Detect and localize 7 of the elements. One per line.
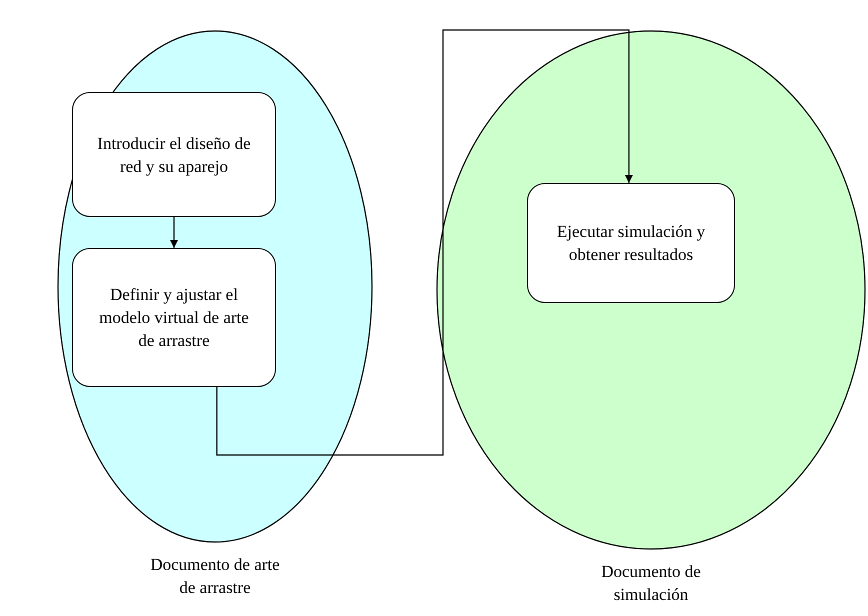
connector-arrow	[216, 29, 633, 456]
process-box: Introducir el diseño de red y su aparejo	[72, 92, 276, 217]
connector-arrow	[170, 217, 178, 248]
ellipse-caption: Documento de simulación	[600, 561, 702, 606]
process-box: Ejecutar simulación y obtener resultados	[527, 183, 735, 303]
process-box: Definir y ajustar el modelo virtual de arte de arrastre	[72, 248, 276, 387]
ellipse-caption: Documento de arte de arrastre	[149, 554, 281, 599]
